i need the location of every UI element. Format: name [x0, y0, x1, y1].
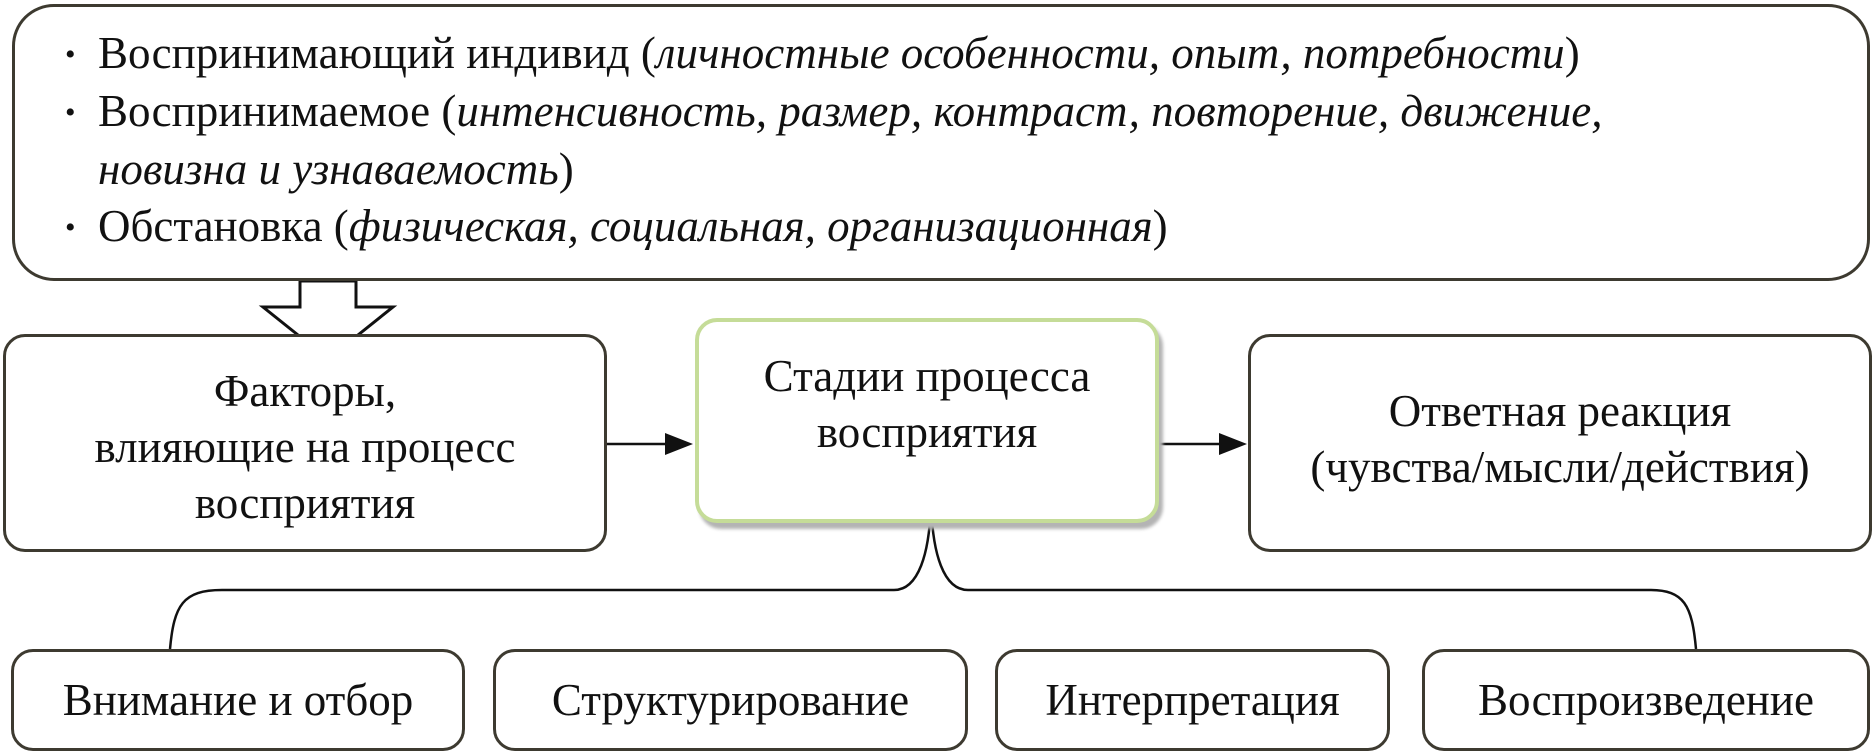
factor-item-details: новизна и узнаваемость: [98, 144, 559, 194]
factor-item-perceived-continued: новизна и узнаваемость): [98, 144, 574, 194]
factor-item-situation: •Обстановка (физическая, социальная, орг…: [65, 198, 1867, 256]
factors-box-line: Факторы,: [213, 366, 397, 416]
factors-box-line: влияющие на процесс: [94, 422, 516, 472]
stage-reproduction: Воспроизведение: [1422, 649, 1870, 751]
stage-label: Внимание и отбор: [62, 675, 414, 725]
factor-item-perceiver: •Воспринимающий индивид (личностные особ…: [65, 25, 1867, 83]
factors-box: Факторы, влияющие на процесс восприятия: [3, 334, 607, 552]
factor-item-perceived: •Воспринимаемое (интенсивность, размер, …: [65, 83, 1867, 141]
factor-item-details: личностные особенности, опыт, потребност…: [655, 28, 1565, 78]
factors-box-line: восприятия: [194, 478, 416, 528]
bullet-icon: •: [65, 38, 76, 71]
stage-label: Воспроизведение: [1478, 675, 1814, 725]
factor-item-name: Обстановка: [98, 201, 323, 251]
stage-attention-selection: Внимание и отбор: [11, 649, 465, 751]
response-box: Ответная реакция (чувства/мысли/действия…: [1248, 334, 1872, 552]
factor-item-name: Воспринимающий индивид: [98, 28, 630, 78]
stages-box-line: восприятия: [816, 407, 1038, 457]
stage-label: Интерпретация: [1045, 675, 1340, 725]
factor-item-name: Воспринимаемое: [98, 86, 431, 136]
arrowhead-stages-to-response: [1219, 433, 1247, 455]
response-box-line: Ответная реакция: [1388, 386, 1732, 436]
factor-item-details: физическая, социальная, организационная: [348, 201, 1153, 251]
stage-interpretation: Интерпретация: [995, 649, 1390, 751]
perception-stages-box: Стадии процесса восприятия: [695, 318, 1159, 523]
bullet-icon: •: [65, 211, 76, 244]
factor-item-details: интенсивность, размер, контраст, повторе…: [456, 86, 1603, 136]
perception-factors-list-box: •Воспринимающий индивид (личностные особ…: [12, 4, 1870, 281]
response-box-line: (чувства/мысли/действия): [1310, 442, 1810, 492]
stage-label: Структурирование: [551, 675, 910, 725]
stages-box-line: Стадии процесса: [763, 351, 1091, 401]
stage-structuring: Структурирование: [493, 649, 968, 751]
arrowhead-factors-to-stages: [665, 433, 693, 455]
bullet-icon: •: [65, 96, 76, 129]
